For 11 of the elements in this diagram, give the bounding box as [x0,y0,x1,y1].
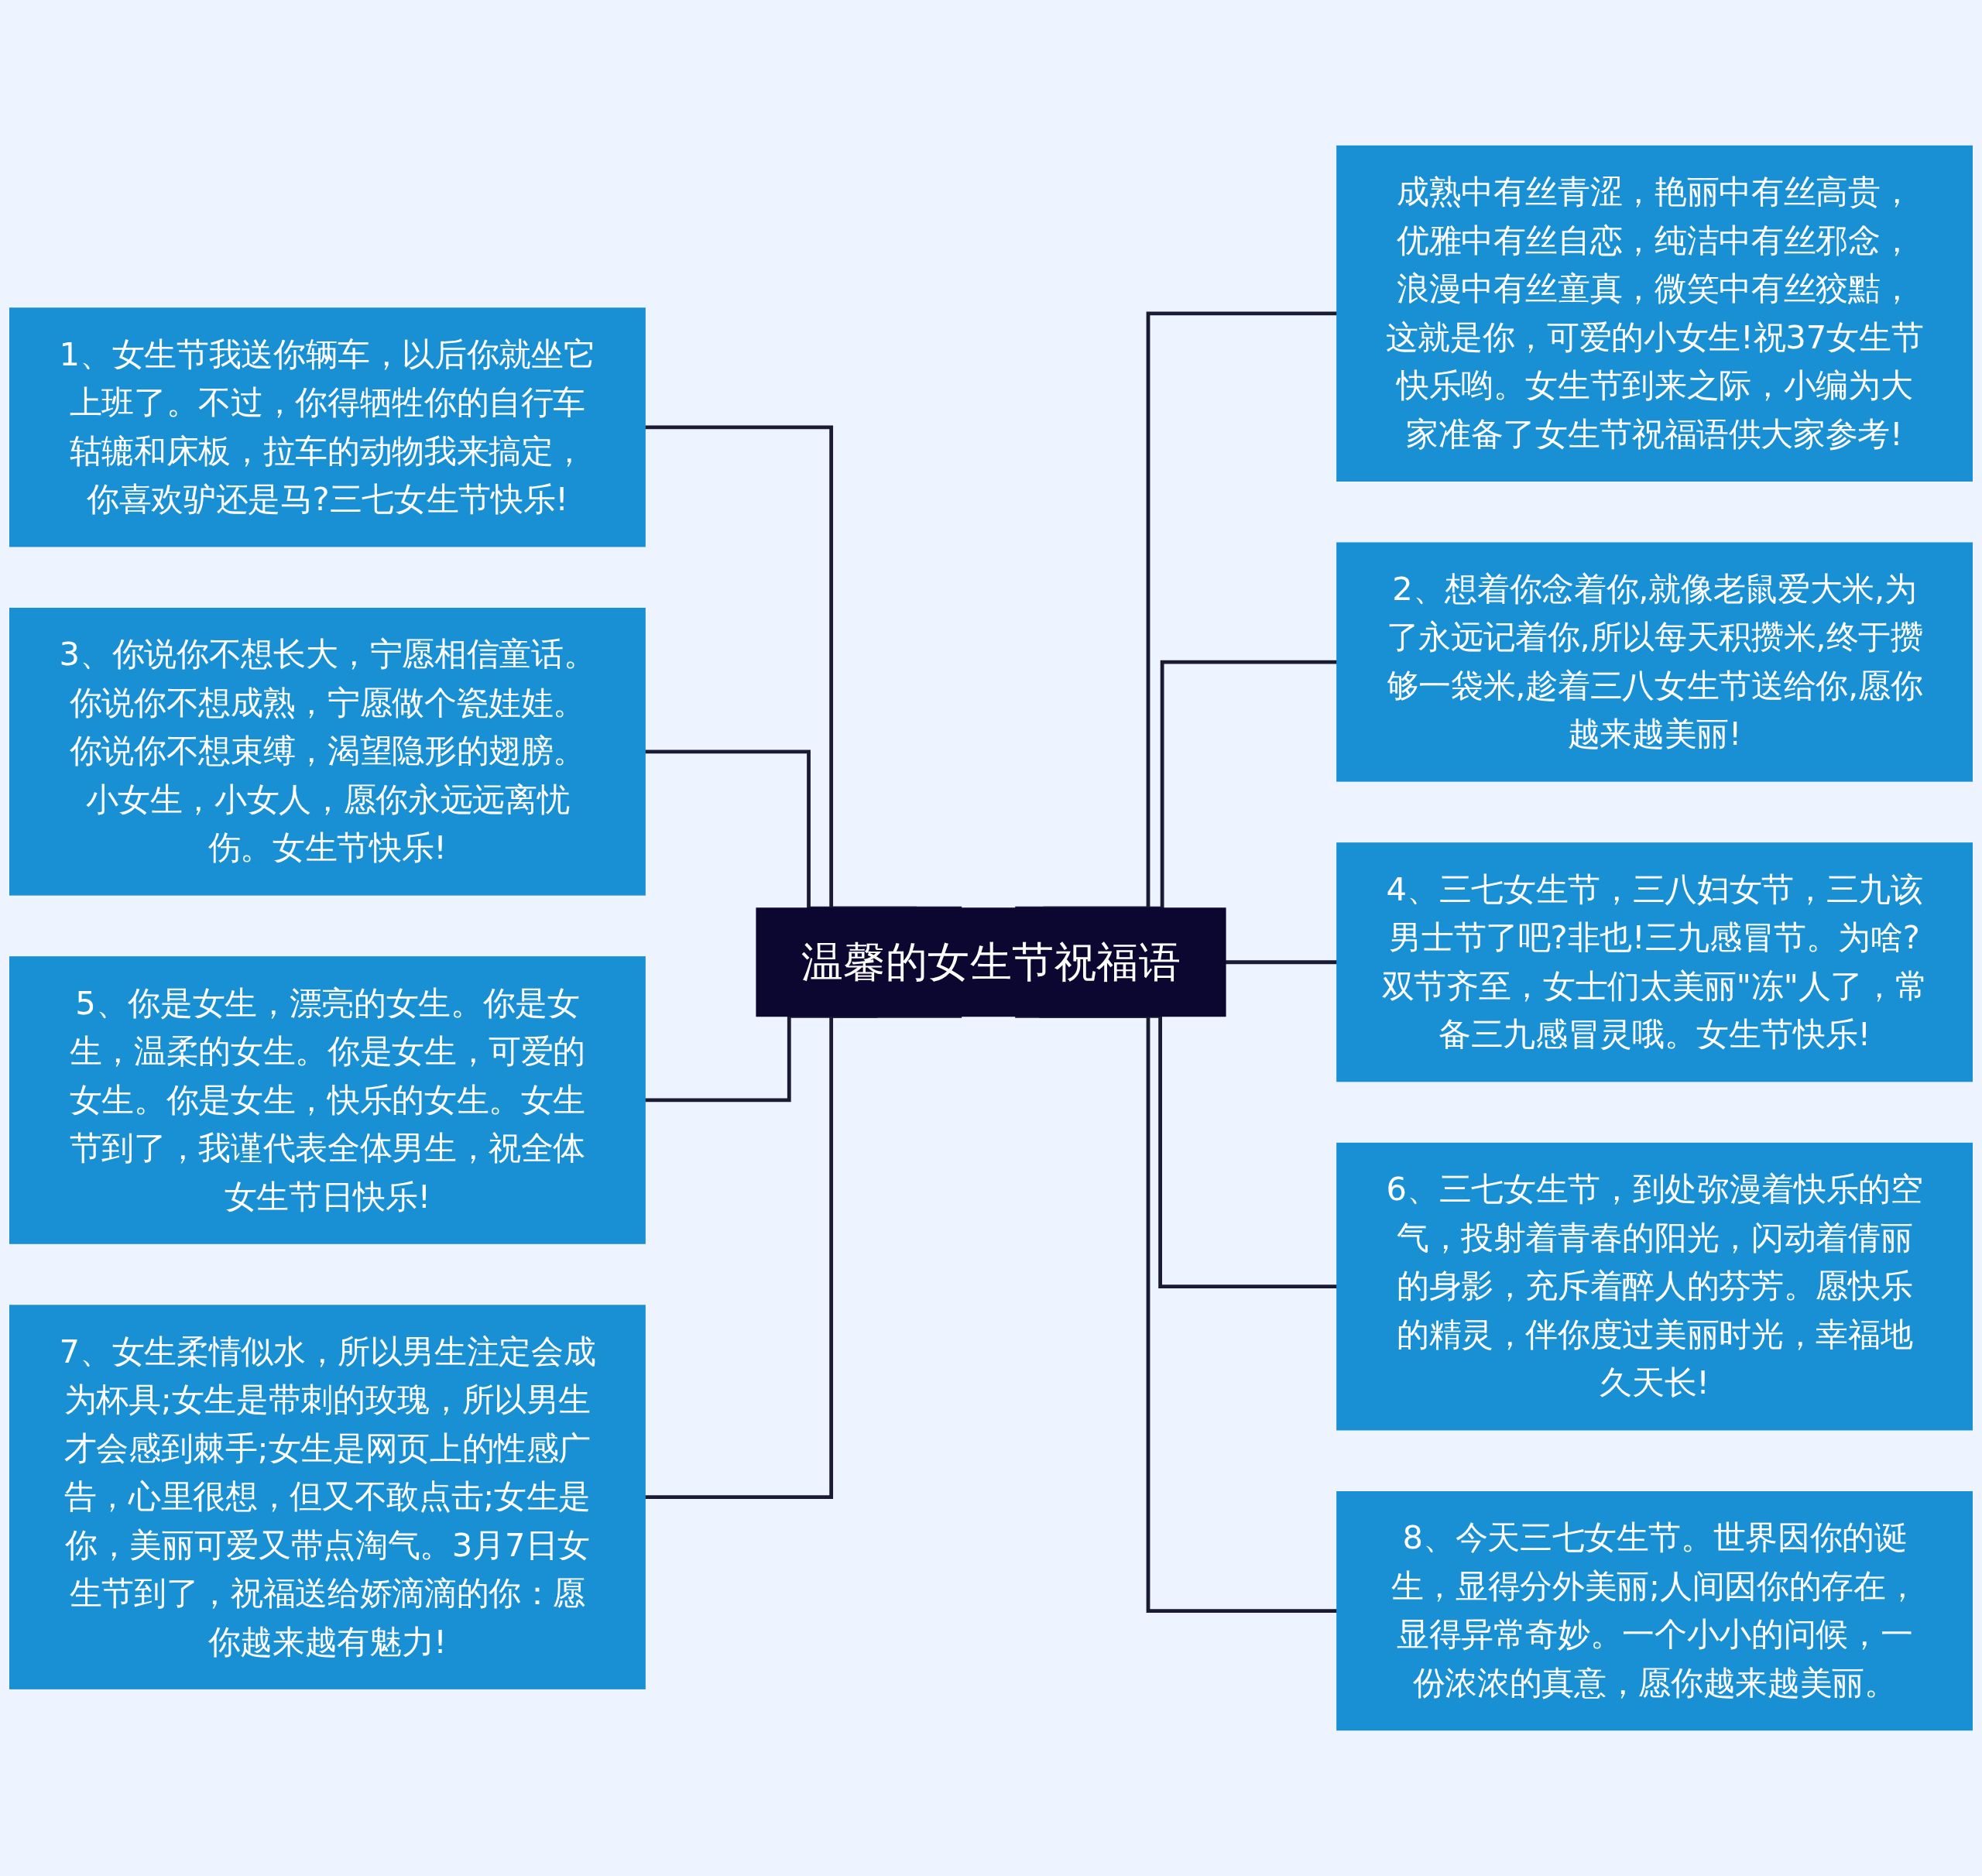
node-box: 5、你是女生，漂亮的女生。你是女生，温柔的女生。你是女生，可爱的女生。你是女生，快乐的女生。女生节到了，我谨代表全体男生，祝全体女生节日快乐! [9,956,646,1244]
node-box: 7、女生柔情似水，所以男生注定会成为杯具;女生是带刺的玫瑰，所以男生才会感到棘手;女生是网页上的性感广告，心里很想，但又不敢点击;女生是你，美丽可爱又带点淘气。3月7日女生节到了，祝福送给娇滴滴的你：愿你越来越有魅力! [9,1305,646,1689]
node-box: 2、想着你念着你,就像老鼠爱大米,为了永远记着你,所以每天积攒米,终于攒够一袋米,趁着三八女生节送给你,愿你越来越美丽! [1336,542,1973,782]
node-box: 8、今天三七女生节。世界因你的诞生，显得分外美丽;人间因你的存在，显得异常奇妙。一个小小的问候，一份浓浓的真意，愿你越来越美丽。 [1336,1491,1973,1731]
node-box: 成熟中有丝青涩，艳丽中有丝高贵，优雅中有丝自恋，纯洁中有丝邪念，浪漫中有丝童真，微笑中有丝狡黠，这就是你，可爱的小女生!祝37女生节快乐哟。女生节到来之际，小编为大家准备了女生节祝福语供大家参考! [1336,145,1973,482]
node-box: 1、女生节我送你辆车，以后你就坐它上班了。不过，你得牺牲你的自行车轱辘和床板，拉车的动物我来搞定，你喜欢驴还是马?三七女生节快乐! [9,307,646,547]
connector [1225,960,1337,965]
node-box: 3、你说你不想长大，宁愿相信童话。你说你不想成熟，宁愿做个瓷娃娃。你说你不想束缚，渴望隐形的翅膀。小女生，小女人，愿你永远远离忧伤。女生节快乐! [9,607,646,896]
node-box: 4、三七女生节，三八妇女节，三九该男士节了吧?非也!三九感冒节。为啥?双节齐至，女士们太美丽"冻"人了，常备三九感冒灵哦。女生节快乐! [1336,842,1973,1082]
node-box: 温馨的女生节祝福语 [756,907,1226,1017]
node-box: 6、三七女生节，到处弥漫着快乐的空气，投射着青春的阳光，闪动着倩丽的身影，充斥着醉人的芬芳。愿快乐的精灵，伴你度过美丽时光，幸福地久天长! [1336,1142,1973,1431]
